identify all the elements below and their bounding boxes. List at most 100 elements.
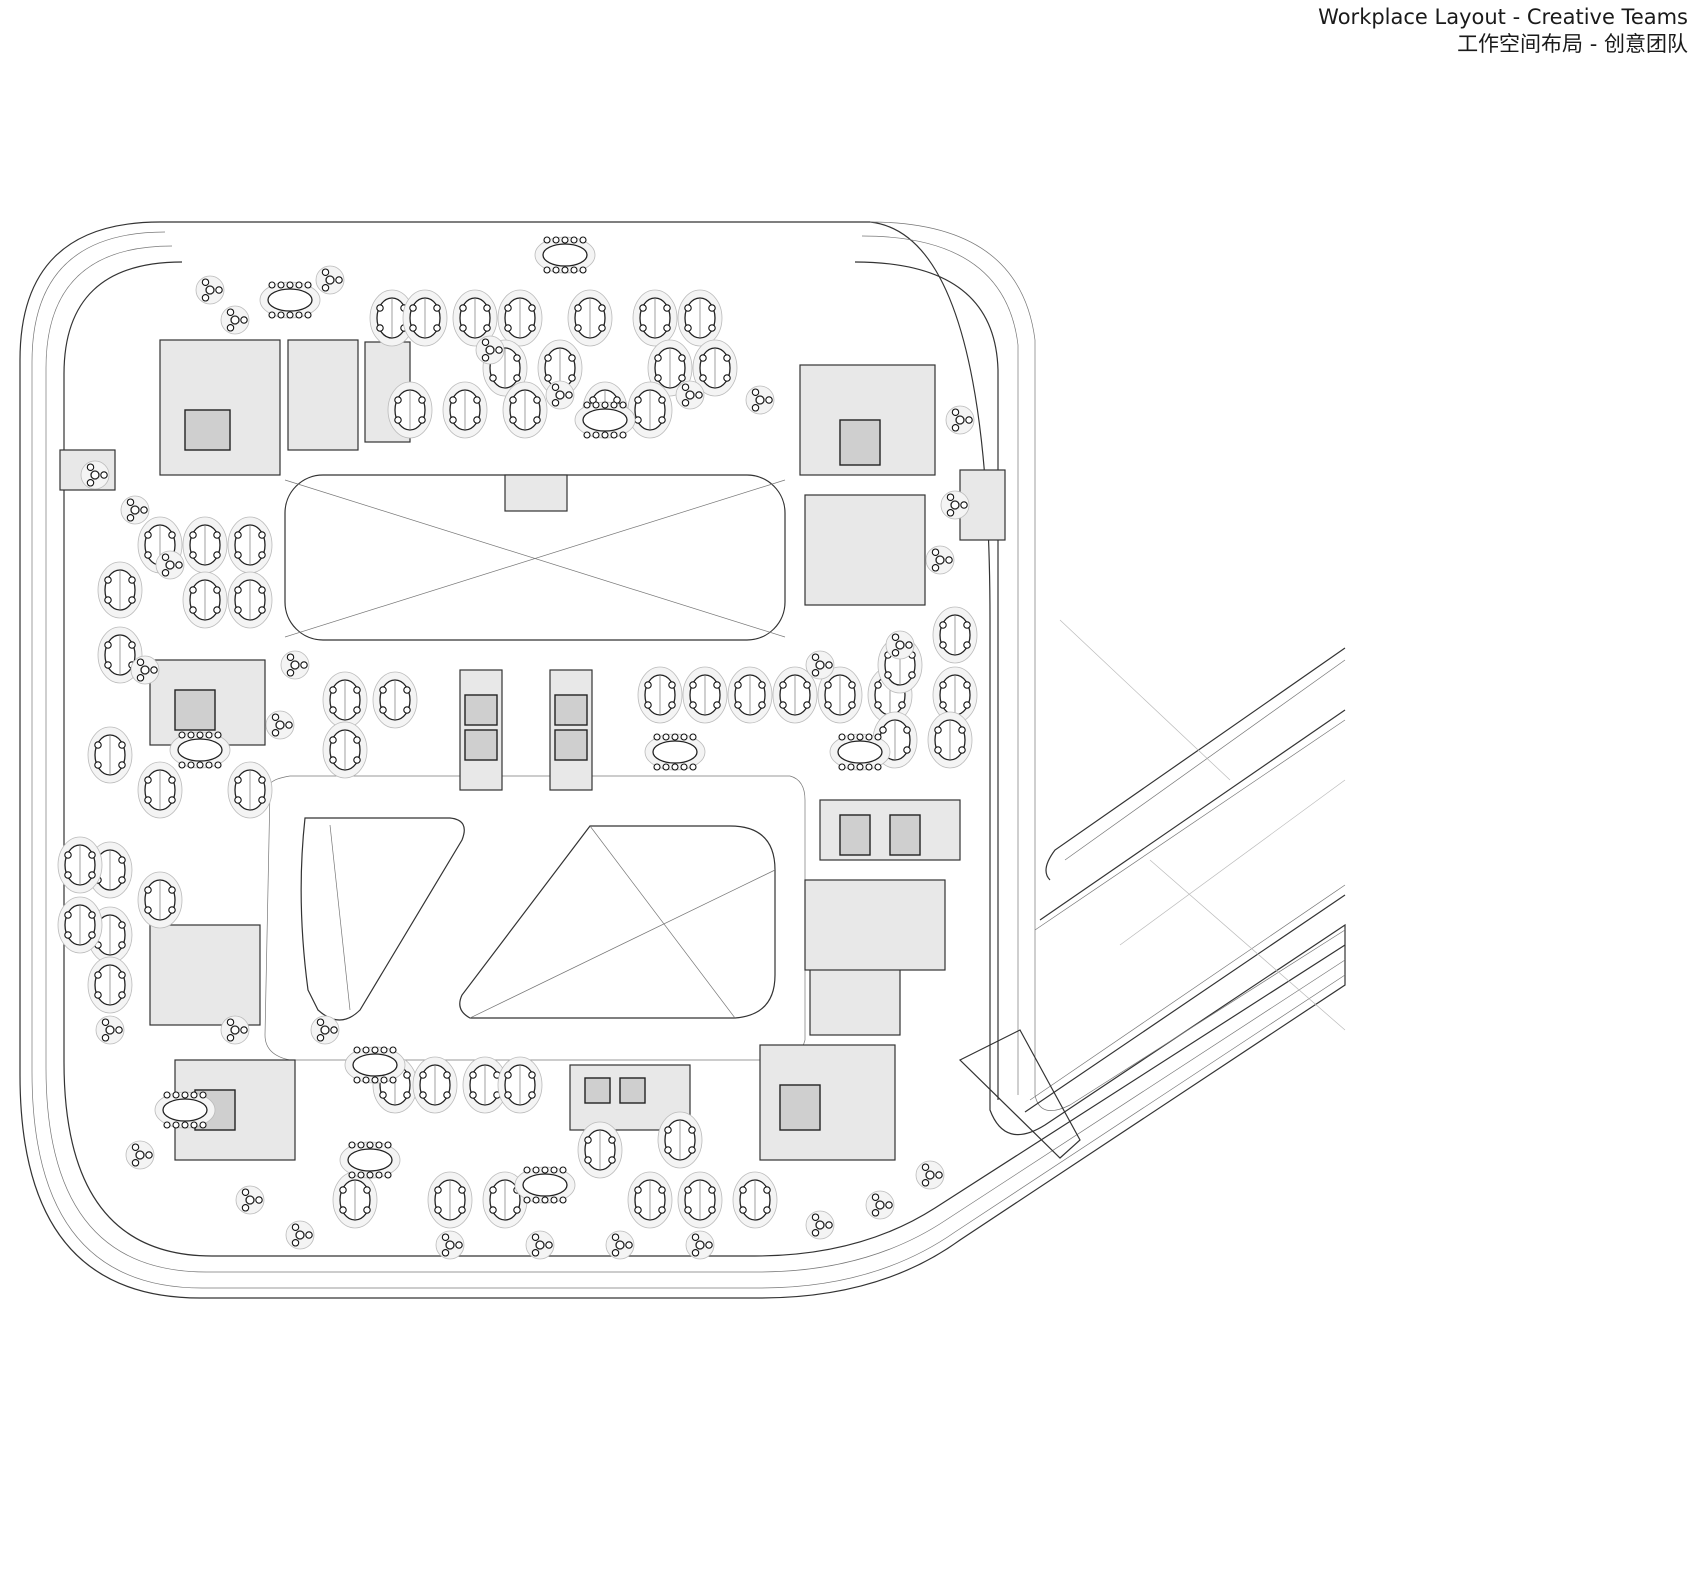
lounge-cluster: [605, 1230, 635, 1260]
chair: [168, 906, 176, 914]
chair: [939, 701, 947, 709]
side-table: [140, 665, 150, 675]
atrium-voids: [264, 474, 806, 1061]
meeting-table: [644, 733, 706, 771]
lounge-chair: [226, 324, 235, 332]
chair: [94, 971, 102, 979]
chair: [389, 1076, 397, 1084]
chair: [213, 551, 221, 559]
chair: [601, 401, 609, 409]
workstation-pod: [322, 721, 368, 779]
chair: [874, 763, 882, 771]
side-table: [555, 390, 565, 400]
chair: [579, 266, 587, 274]
side-table: [615, 1240, 625, 1250]
lounge-chair: [161, 569, 170, 577]
chair: [532, 1196, 540, 1204]
lounge-chair: [691, 1233, 700, 1241]
side-table: [695, 1240, 705, 1250]
lounge-chair: [441, 1233, 450, 1241]
chair: [865, 733, 873, 741]
lounge-cluster: [685, 1230, 715, 1260]
lounge-chair: [691, 1249, 700, 1257]
lounge-chair: [565, 391, 573, 399]
workstation-pod: [817, 666, 863, 724]
lounge-chair: [136, 658, 145, 666]
chair: [662, 733, 670, 741]
table-top: [542, 243, 588, 267]
chair: [958, 726, 966, 734]
chair: [574, 304, 582, 312]
chair: [353, 1076, 361, 1084]
chair: [544, 374, 552, 382]
chair: [459, 304, 467, 312]
chair: [469, 1071, 477, 1079]
chair: [144, 531, 152, 539]
chair: [847, 733, 855, 741]
chair: [380, 1076, 388, 1084]
lounge-chair: [481, 338, 490, 346]
chair: [190, 1091, 198, 1099]
chair: [214, 731, 222, 739]
table-top: [522, 1173, 568, 1197]
chair: [908, 671, 916, 679]
chair: [561, 266, 569, 274]
workstation-pod: [677, 1171, 723, 1229]
lounge-chair: [885, 1201, 893, 1209]
lounge-cluster: [475, 335, 505, 365]
meeting-table: [829, 733, 891, 771]
lounge-cluster: [80, 460, 110, 490]
lounge-cluster: [95, 1015, 125, 1045]
workstation-pod: [677, 289, 723, 347]
chair: [601, 431, 609, 439]
chair: [644, 681, 652, 689]
lounge-chair: [921, 1179, 930, 1187]
chair: [699, 354, 707, 362]
side-table: [105, 1025, 115, 1035]
workstation-pod: [227, 761, 273, 819]
lounge-chair: [625, 1241, 633, 1249]
side-table: [165, 560, 175, 570]
chair: [528, 324, 536, 332]
lounge-cluster: [945, 405, 975, 435]
chair: [708, 1186, 716, 1194]
chair: [639, 324, 647, 332]
chair: [458, 1186, 466, 1194]
chair: [541, 1166, 549, 1174]
table-top: [347, 1148, 393, 1172]
chair: [94, 991, 102, 999]
lounge-chair: [611, 1233, 620, 1241]
chair: [504, 1071, 512, 1079]
lounge-chair: [965, 416, 973, 424]
chair: [963, 681, 971, 689]
chair: [380, 1046, 388, 1054]
chair: [403, 706, 411, 714]
chair: [258, 796, 266, 804]
chair: [856, 733, 864, 741]
lounge-chair: [825, 661, 833, 669]
chair: [734, 681, 742, 689]
chair: [339, 1206, 347, 1214]
chair: [689, 763, 697, 771]
chair: [353, 686, 361, 694]
chair: [64, 931, 72, 939]
chair: [684, 304, 692, 312]
lounge-chair: [215, 286, 223, 294]
lounge-chair: [271, 713, 280, 721]
chair: [689, 733, 697, 741]
workstation-pod: [647, 339, 693, 397]
chair: [489, 1186, 497, 1194]
chair: [433, 304, 441, 312]
chair: [903, 726, 911, 734]
chair: [509, 416, 517, 424]
chair: [608, 1156, 616, 1164]
chair: [483, 324, 491, 332]
chair: [838, 733, 846, 741]
chair: [619, 431, 627, 439]
chair: [619, 401, 627, 409]
chair: [758, 701, 766, 709]
lounge-chair: [321, 284, 330, 292]
chair: [523, 1196, 531, 1204]
chair: [409, 324, 417, 332]
chair: [181, 1091, 189, 1099]
